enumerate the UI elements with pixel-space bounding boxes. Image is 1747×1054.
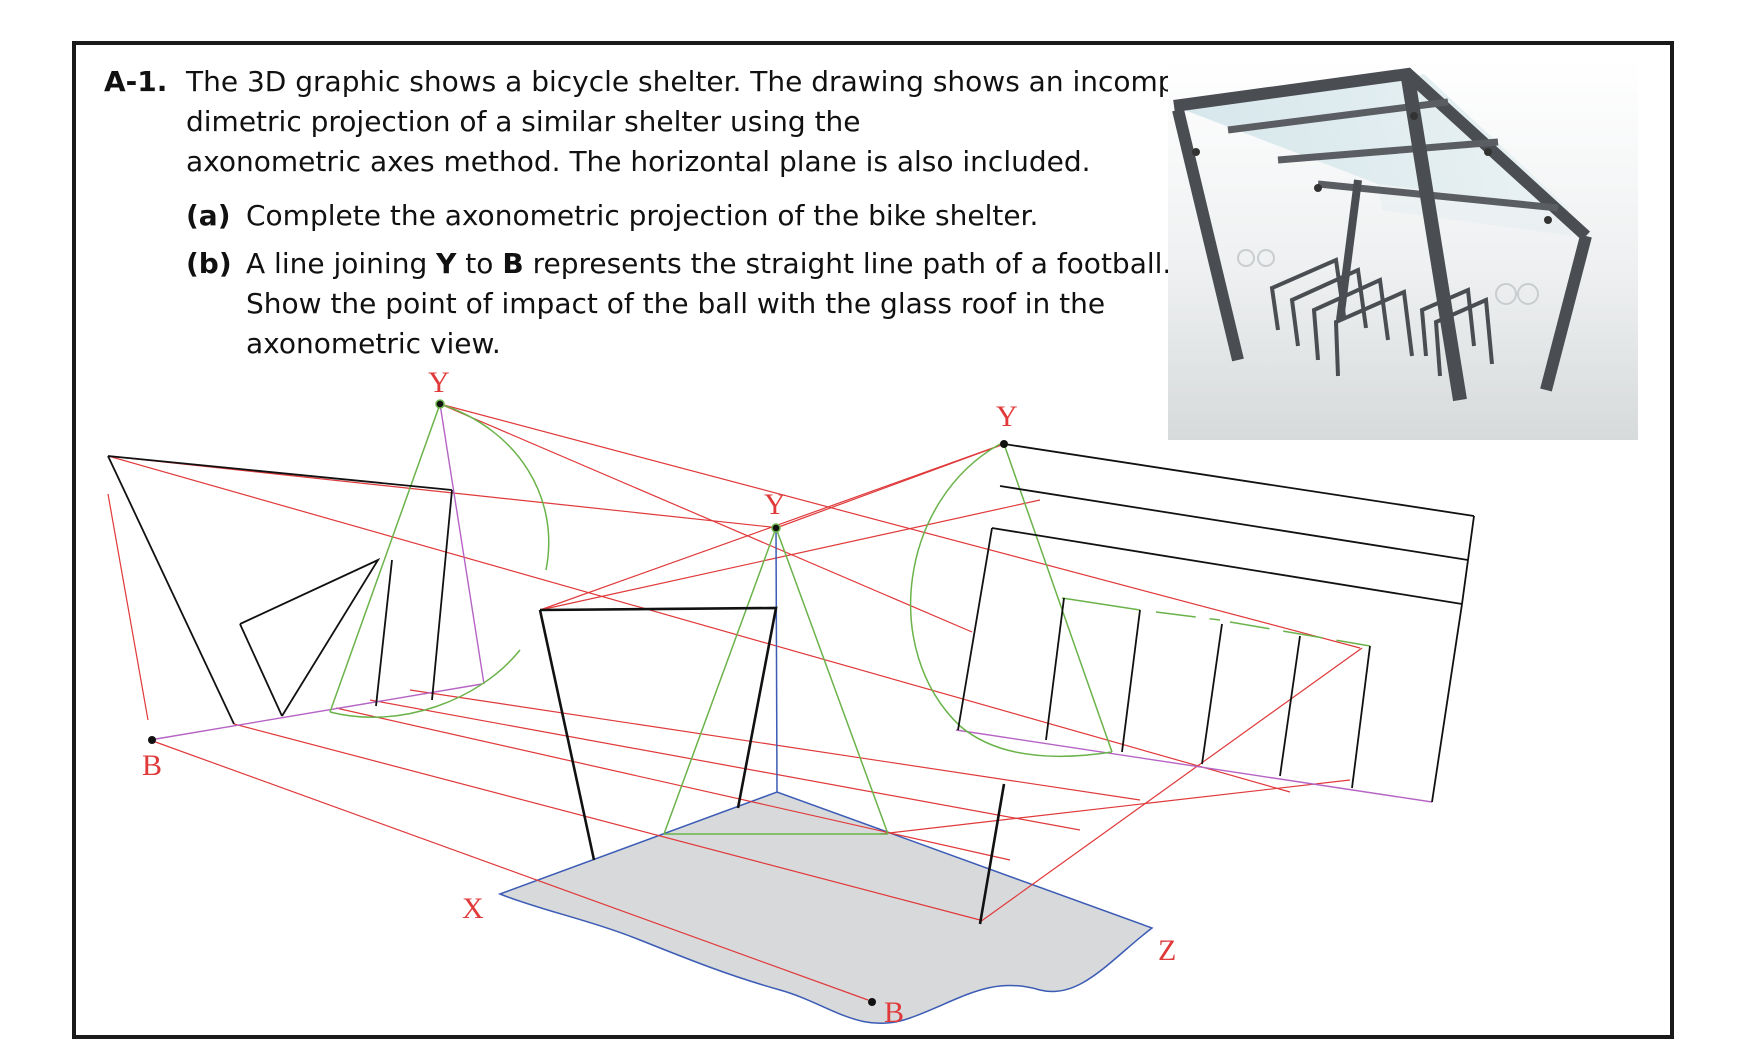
axonometric-axes: [775, 527, 778, 793]
part-b-text: A line joining: [246, 247, 437, 280]
question-number: A-1.: [104, 65, 168, 98]
intro-line: dimetric projection of a similar shelter…: [186, 105, 861, 138]
roof-beam-back: [1173, 67, 1591, 241]
post-back-left: [1172, 108, 1244, 362]
intro-line: axonometric axes method. The horizontal …: [186, 145, 1091, 178]
projector-lines: [149, 403, 1433, 803]
point-labels: Y Y Y B B X Z: [142, 366, 1176, 1029]
shelter-outline: [107, 443, 1475, 925]
part-b-text: represents the straight line path of a f…: [523, 247, 1172, 280]
part-b-line-2: Show the point of impact of the ball wit…: [246, 287, 1106, 320]
part-b-text: to: [456, 247, 503, 280]
part-b-b: B: [502, 247, 524, 280]
post-front-left: [1401, 76, 1467, 402]
part-b-line-3: axonometric view.: [246, 327, 501, 360]
label-b-plan: B: [884, 996, 904, 1029]
bike-racks: [1269, 257, 1494, 377]
shelter-render: [1168, 60, 1638, 440]
glass-roof: [1174, 74, 1568, 208]
roof-rail: [1277, 138, 1499, 164]
roof-bolts: [1192, 112, 1552, 224]
label-y-axo: Y: [764, 488, 786, 521]
part-a-text: Complete the axonometric projection of t…: [246, 199, 1039, 232]
part-b-line-1: A line joining Y to B represents the str…: [246, 244, 1171, 284]
part-b-tag: (b): [186, 247, 232, 280]
part-b-y: Y: [436, 247, 457, 280]
intro-line: The 3D graphic shows a bicycle shelter. …: [186, 65, 1229, 98]
shelter-render-svg: [1168, 60, 1638, 440]
question-intro: The 3D graphic shows a bicycle shelter. …: [186, 62, 1229, 182]
label-y-end: Y: [996, 400, 1018, 433]
key-points: [148, 399, 1008, 1006]
label-b-elevation: B: [142, 749, 162, 782]
label-y-elevation: Y: [428, 366, 450, 399]
part-a-tag: (a): [186, 199, 231, 232]
post-front-right: [1540, 234, 1592, 392]
bike-logo-icon: [1237, 249, 1539, 305]
construction-lines: [107, 403, 1363, 1001]
rotation-arcs: [329, 403, 1371, 835]
horizontal-plane: [497, 791, 1154, 1025]
label-x-axis: X: [462, 892, 484, 925]
label-z-axis: Z: [1158, 934, 1176, 967]
